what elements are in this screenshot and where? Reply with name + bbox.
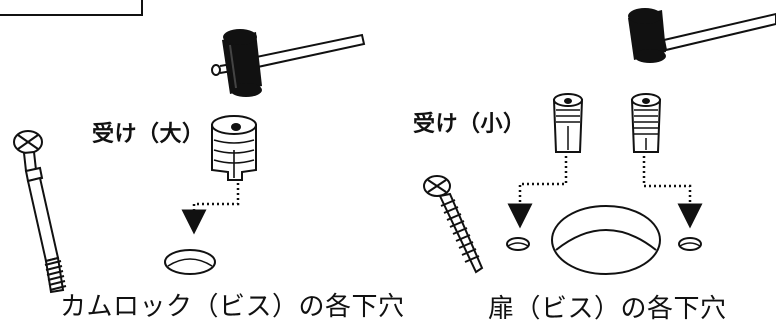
cam-screw-icon bbox=[13, 130, 67, 294]
label-anchor-large: 受け（大） bbox=[92, 122, 205, 147]
cup-hole bbox=[551, 205, 661, 275]
hammer-icon bbox=[628, 8, 776, 63]
frame-corner bbox=[0, 0, 143, 16]
anchor-small-icon bbox=[552, 93, 584, 153]
pilot-hole-icon bbox=[164, 249, 216, 275]
arrow-down-icon bbox=[507, 156, 568, 229]
hammer-icon bbox=[211, 29, 366, 97]
caption-door-holes: 扉（ビス）の各下穴 bbox=[488, 294, 727, 324]
wood-screw-icon bbox=[423, 175, 484, 274]
label-anchor-small: 受け（小） bbox=[413, 112, 526, 137]
arrow-down-icon bbox=[181, 183, 240, 235]
anchor-large-icon bbox=[211, 115, 257, 181]
anchor-small-icon bbox=[630, 93, 662, 153]
pilot-hole-icon bbox=[506, 237, 530, 251]
pilot-hole-icon bbox=[678, 237, 702, 251]
arrow-down-icon bbox=[642, 156, 703, 229]
caption-cam-lock-holes: カムロック（ビス）の各下穴 bbox=[60, 292, 405, 322]
